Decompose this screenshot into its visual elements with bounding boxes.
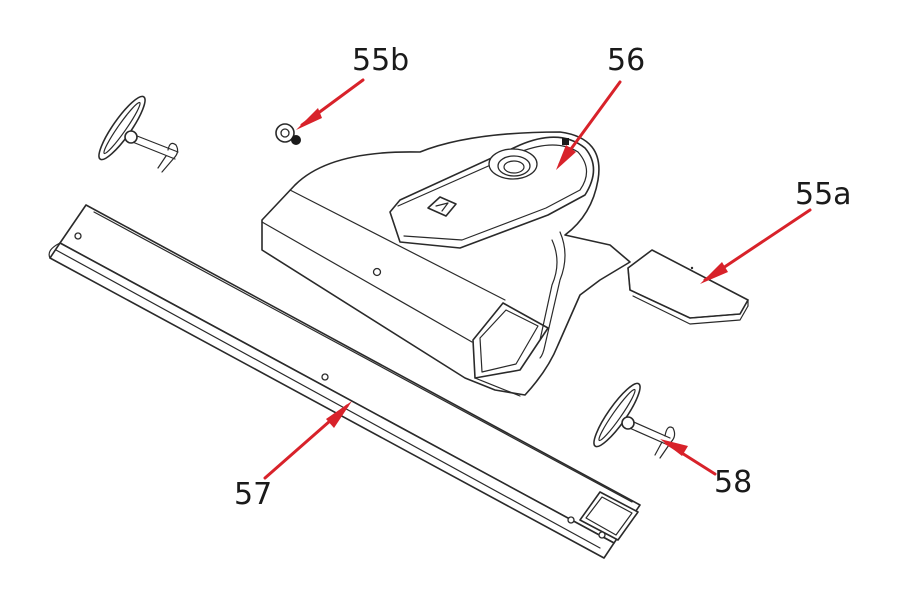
callout-label-55b: 55b	[352, 43, 410, 78]
drawbar-part-57	[48, 204, 641, 559]
callout-label-56: 56	[607, 43, 646, 78]
leader-55a	[700, 208, 812, 284]
callout-label-55a: 55a	[795, 177, 852, 212]
leader-57	[263, 401, 352, 480]
callout-label-57: 57	[234, 477, 273, 512]
hitch-pin-upper	[98, 95, 179, 173]
coupler-part-56	[261, 131, 631, 397]
leader-58	[660, 439, 717, 476]
hitch-pin-lower-part-58	[593, 382, 676, 459]
leader-56	[556, 80, 622, 170]
pad-part-55a	[627, 249, 749, 325]
callout-label-58: 58	[714, 465, 753, 500]
nut-part-55b	[275, 123, 301, 145]
leader-55b	[296, 78, 365, 130]
